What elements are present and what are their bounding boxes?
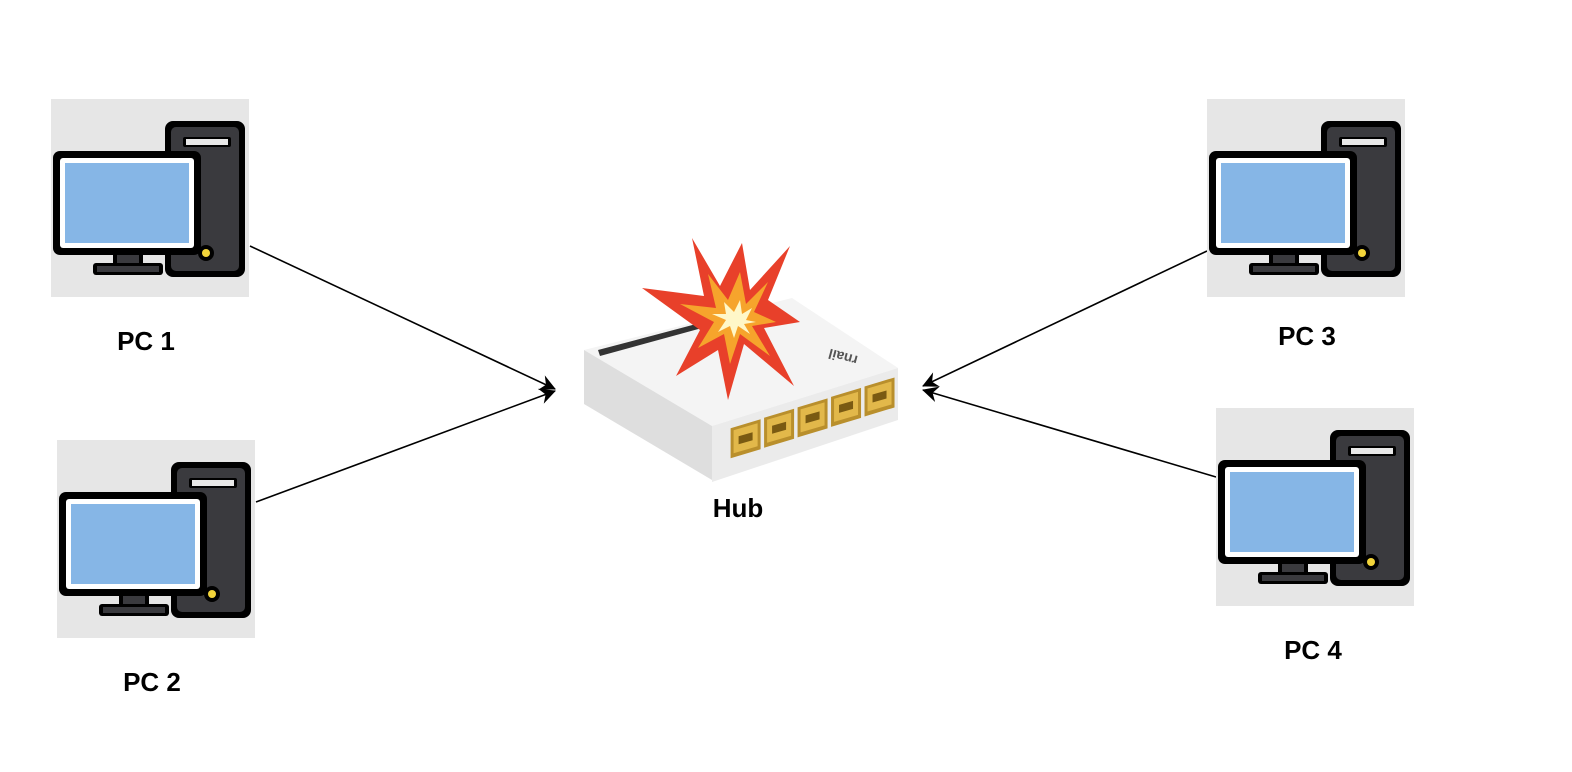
desktop-computer-icon (1216, 408, 1414, 606)
hub-port (831, 387, 862, 427)
hub-device-icon: rnail (584, 298, 898, 482)
desktop-computer-icon (51, 99, 249, 297)
collision-burst-icon (642, 238, 800, 400)
edges (249, 245, 1217, 503)
pc2-label: PC 2 (123, 667, 181, 697)
desktop-computer-icon (57, 440, 255, 638)
hub-brand-text: rnail (827, 346, 860, 369)
hub-port (730, 419, 761, 459)
pc-node-3[interactable] (1207, 99, 1405, 297)
desktop-computer-icon (1207, 99, 1405, 297)
pc4-label: PC 4 (1284, 635, 1342, 665)
hub-port (797, 398, 828, 438)
edge-pc3-hub (922, 250, 1208, 387)
pc-node-4[interactable] (1216, 408, 1414, 606)
pc3-label: PC 3 (1278, 321, 1336, 351)
pc-node-2[interactable] (57, 440, 255, 638)
hub-node[interactable]: rnail (584, 298, 898, 482)
edge-pc1-hub (249, 245, 556, 390)
edge-pc2-hub (255, 388, 556, 503)
hub-port (864, 377, 895, 417)
edge-pc4-hub (922, 386, 1217, 478)
hub-port (764, 408, 795, 448)
hub-ports (730, 377, 895, 459)
hub-label: Hub (712, 493, 764, 523)
pc1-label: PC 1 (117, 326, 175, 356)
pc-node-1[interactable] (51, 99, 249, 297)
